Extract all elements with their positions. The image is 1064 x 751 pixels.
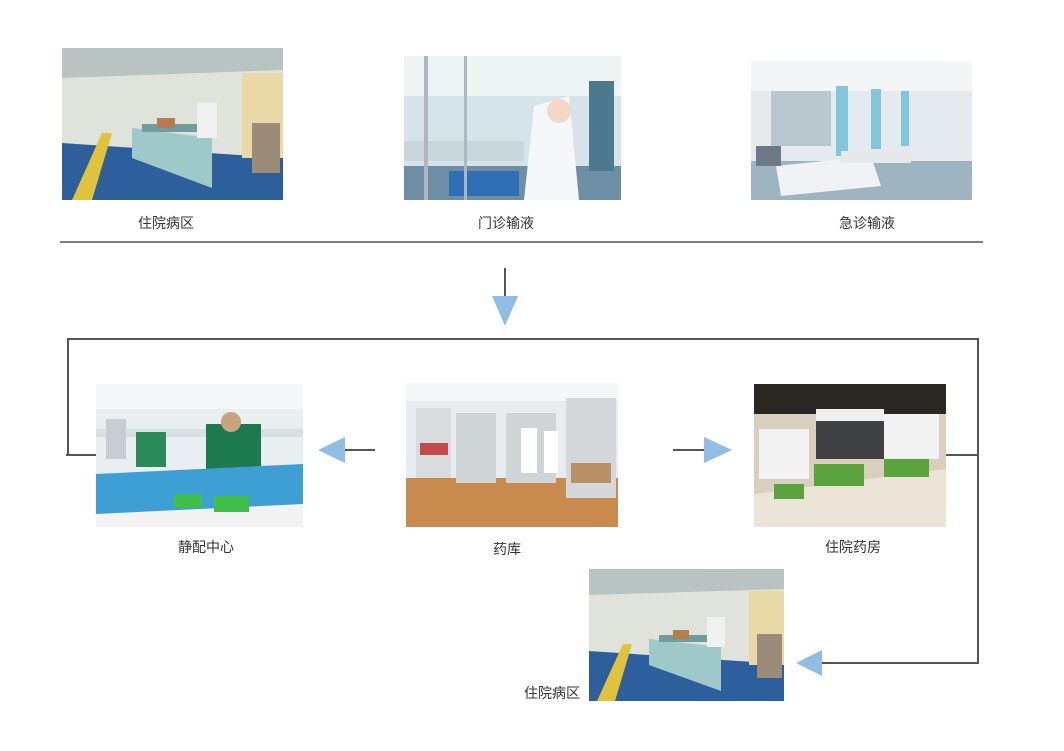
pharmacy-warehouse-photo (406, 383, 618, 527)
right-arrow-icon (704, 437, 732, 463)
emergency-label: 急诊输液 (839, 216, 895, 232)
ward-label-bottom: 住院病区 (524, 686, 580, 702)
outpatient-infusion-photo (404, 56, 621, 200)
loop-connector (67, 338, 979, 664)
hospital-ward-corridor-photo (62, 48, 283, 200)
emergency-infusion-photo (751, 61, 972, 200)
inpatient-pharmacy-photo (754, 384, 946, 527)
outpatient-label: 门诊输液 (478, 216, 534, 232)
hospital-ward-corridor-photo (589, 569, 784, 701)
ward-label-top: 住院病区 (138, 216, 194, 232)
iv-admixture-center-photo (96, 384, 303, 527)
iv-center-label: 静配中心 (178, 540, 234, 556)
left-arrow-icon (796, 650, 822, 676)
inpatient-pharmacy-label: 住院药房 (825, 540, 881, 556)
left-arrow-icon (318, 437, 345, 463)
warehouse-label: 药库 (493, 542, 521, 558)
down-arrow-icon (492, 296, 518, 326)
